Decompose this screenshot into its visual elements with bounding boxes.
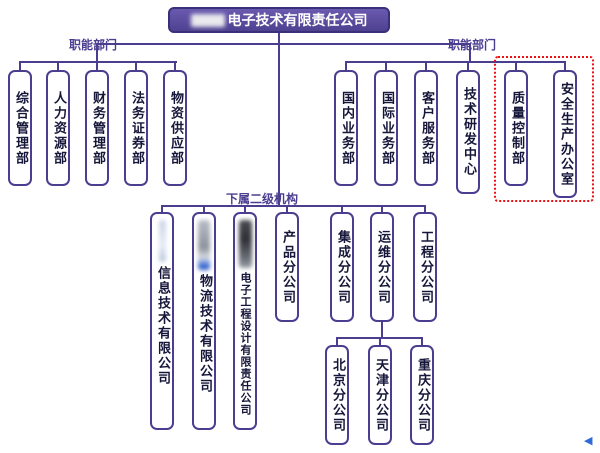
dept-name-label: 财务管理部 — [90, 90, 105, 166]
functional-label-left: 职能部门 — [69, 38, 118, 52]
connector-line — [203, 205, 205, 212]
connector-line — [381, 322, 383, 339]
redacted-company-prefix — [190, 13, 225, 27]
subsidiary-box: 信息技术有限公司 — [150, 212, 174, 430]
functional-dept-box: 技术研发中心 — [456, 70, 480, 194]
connector-line — [345, 61, 566, 63]
branch-name-label: 北京分公司 — [330, 357, 345, 433]
connector-line — [174, 61, 176, 70]
subsidiary-box: 集成分公司 — [330, 212, 354, 322]
subsidiary-name-label: 信息技术有限公司 — [155, 266, 170, 386]
dept-name-label: 综合管理部 — [13, 90, 28, 166]
subsidiary-box: 物流技术有限公司 — [192, 212, 216, 430]
connector-line — [161, 205, 426, 207]
branch-box: 天津分公司 — [368, 345, 392, 445]
functional-dept-box: 人力资源部 — [46, 70, 70, 186]
connector-line — [469, 43, 471, 63]
connector-line — [379, 337, 381, 345]
connector-line — [19, 61, 177, 63]
scroll-left-icon[interactable]: ◀ — [584, 434, 593, 447]
dept-name-label: 技术研发中心 — [461, 87, 476, 177]
dept-name-label: 国内业务部 — [339, 90, 354, 166]
subsidiary-box: 工程分公司 — [413, 212, 437, 322]
branch-box: 重庆分公司 — [410, 345, 434, 445]
dept-name-label: 安全生产办公室 — [558, 81, 573, 187]
functional-dept-box: 客户服务部 — [414, 70, 438, 186]
connector-line — [515, 61, 517, 70]
connector-line — [345, 61, 347, 70]
dept-name-label: 客户服务部 — [419, 90, 434, 166]
subsidiary-name-label: 运维分公司 — [375, 229, 390, 305]
connector-line — [286, 205, 288, 212]
connector-line — [341, 205, 343, 212]
subsidiary-box: 产品分公司 — [275, 212, 299, 322]
branch-name-label: 重庆分公司 — [415, 357, 430, 433]
connector-line — [381, 205, 383, 212]
connector-line — [96, 43, 98, 63]
dept-name-label: 国际业务部 — [379, 90, 394, 166]
functional-dept-box: 财务管理部 — [85, 70, 109, 186]
connector-line — [564, 61, 566, 70]
connector-line — [96, 61, 98, 70]
functional-dept-box: 安全生产办公室 — [553, 70, 577, 198]
connector-line — [421, 337, 423, 345]
dept-name-label: 人力资源部 — [51, 90, 66, 166]
subsidiary-name-label: 工程分公司 — [418, 229, 433, 305]
functional-dept-box: 物资供应部 — [163, 70, 187, 186]
connector-line — [278, 33, 280, 207]
functional-dept-box: 质量控制部 — [504, 70, 528, 186]
branch-box: 北京分公司 — [325, 345, 349, 445]
connector-line — [424, 205, 426, 212]
connector-line — [161, 205, 163, 212]
redacted-logo — [238, 220, 252, 268]
branch-name-label: 天津分公司 — [373, 357, 388, 433]
redacted-logo — [158, 220, 166, 262]
connector-line — [19, 61, 21, 70]
dept-name-label: 质量控制部 — [509, 90, 524, 166]
root-company-name: 电子技术有限责任公司 — [227, 13, 368, 29]
functional-label-right: 职能部门 — [448, 38, 497, 52]
subsidiary-name-label: 集成分公司 — [335, 229, 350, 305]
functional-dept-box: 国际业务部 — [374, 70, 398, 186]
connector-line — [97, 43, 471, 45]
connector-line — [135, 61, 137, 70]
connector-line — [57, 61, 59, 70]
highlight-dotted-rect — [494, 56, 594, 202]
connector-line — [467, 61, 469, 70]
redacted-logo — [198, 220, 210, 270]
functional-dept-box: 国内业务部 — [334, 70, 358, 186]
connector-line — [336, 337, 338, 345]
connector-line — [244, 205, 246, 212]
connector-line — [425, 61, 427, 70]
subsidiary-box: 运维分公司 — [370, 212, 394, 322]
subsidiary-name-label: 电子工程设计有限责任公司 — [239, 272, 252, 416]
subsidiary-box: 电子工程设计有限责任公司 — [233, 212, 257, 430]
functional-dept-box: 法务证券部 — [124, 70, 148, 186]
root-company-box: 电子技术有限责任公司 — [168, 7, 390, 33]
dept-name-label: 法务证券部 — [129, 90, 144, 166]
subsidiaries-label: 下属二级机构 — [226, 192, 299, 206]
connector-line — [385, 61, 387, 70]
subsidiary-name-label: 产品分公司 — [280, 229, 295, 305]
dept-name-label: 物资供应部 — [168, 90, 183, 166]
subsidiary-name-label: 物流技术有限公司 — [197, 274, 212, 394]
functional-dept-box: 综合管理部 — [8, 70, 32, 186]
